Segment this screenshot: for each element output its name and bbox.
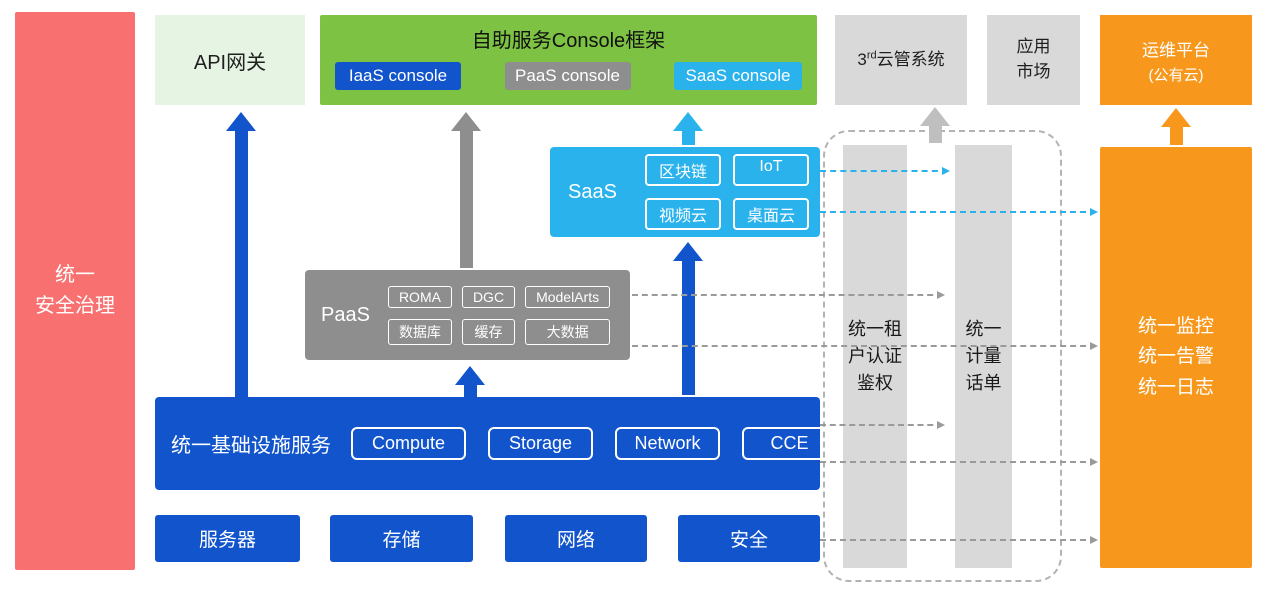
metering-label: 统一 计量 话单 xyxy=(965,319,1002,393)
resource-box-security: 安全 xyxy=(678,515,820,562)
dash-saas-to-auth xyxy=(820,167,950,175)
paas-chip-database: 数据库 xyxy=(387,318,452,345)
third-party-cloud-mgmt-box: 3rd云管系统 xyxy=(835,15,967,105)
app-market-box: 应用 市场 xyxy=(987,15,1080,105)
api-gateway-box: API网关 xyxy=(155,15,305,105)
resource-label-server: 服务器 xyxy=(198,530,256,551)
tenant-auth-bar: 统一租 户认证 鉴权 xyxy=(843,145,907,568)
console-frame-title: 自助服务Console框架 xyxy=(471,30,666,52)
iaas-console-button: IaaS console xyxy=(335,62,461,90)
third-party-ordinal: rd xyxy=(866,49,877,62)
dash-paas-to-auth xyxy=(632,291,945,299)
resource-label-storage: 存储 xyxy=(382,530,421,551)
om-platform-label: 运维平台 xyxy=(1142,40,1210,60)
arrow-paas-to-console xyxy=(451,112,481,268)
arrow-frame-to-third-party xyxy=(920,107,950,143)
monitoring-box: 统一监控 统一告警 统一日志 xyxy=(1100,147,1252,568)
paas-chips: ROMA DGC ModelArts 数据库 缓存 大数据 xyxy=(387,285,611,345)
tenant-services-dashed-frame xyxy=(823,130,1062,582)
app-market-label: 应用 市场 xyxy=(1016,37,1051,81)
security-governance-label: 统一 安全治理 xyxy=(35,264,115,317)
saas-chip-blockchain: 区块链 xyxy=(644,154,721,186)
infrastructure-chips: Compute Storage Network CCE xyxy=(351,427,837,460)
metering-bar: 统一 计量 话单 xyxy=(955,145,1012,568)
arrow-infra-to-saas xyxy=(673,242,703,395)
paas-chip-modelarts: ModelArts xyxy=(525,285,611,308)
saas-chips: 区块链 IoT 视频云 桌面云 xyxy=(644,154,809,230)
arrow-saas-to-console xyxy=(673,112,703,145)
resource-box-server: 服务器 xyxy=(155,515,300,562)
api-gateway-label: API网关 xyxy=(193,51,267,74)
om-platform-sublabel: (公有云) xyxy=(1148,66,1204,84)
console-frame-box: 自助服务Console框架 IaaS console PaaS console … xyxy=(320,15,817,105)
saas-layer-label: SaaS xyxy=(568,180,617,203)
infra-chip-cce: CCE xyxy=(742,427,837,460)
paas-layer-label: PaaS xyxy=(321,303,370,326)
third-party-text: 云管系统 xyxy=(876,49,945,69)
paas-chip-bigdata: 大数据 xyxy=(525,318,611,345)
third-party-cloud-mgmt-label: 3rd云管系统 xyxy=(857,48,944,73)
saas-chip-iot: IoT xyxy=(732,154,809,186)
arrow-monitoring-to-om-platform xyxy=(1161,108,1191,145)
om-platform-box: 运维平台 (公有云) xyxy=(1100,15,1252,105)
monitoring-label: 统一监控 统一告警 统一日志 xyxy=(1137,315,1214,398)
third-party-number: 3 xyxy=(857,49,867,69)
saas-chip-desktop-cloud: 桌面云 xyxy=(732,198,809,230)
infra-chip-network: Network xyxy=(615,427,720,460)
dash-infra-to-auth xyxy=(820,421,945,429)
dash-saas-to-monitoring xyxy=(820,208,1098,216)
saas-chip-video-cloud: 视频云 xyxy=(644,198,721,230)
paas-chip-cache: 缓存 xyxy=(461,318,516,345)
infra-chip-compute: Compute xyxy=(351,427,466,460)
paas-console-button: PaaS console xyxy=(504,62,631,90)
resource-label-network: 网络 xyxy=(556,530,595,551)
paas-chip-roma: ROMA xyxy=(387,285,452,308)
console-buttons-row: IaaS console PaaS console SaaS console xyxy=(320,62,817,90)
resource-box-storage: 存储 xyxy=(330,515,473,562)
infrastructure-layer-box: 统一基础设施服务 Compute Storage Network CCE xyxy=(155,397,837,490)
infra-chip-storage: Storage xyxy=(488,427,593,460)
arrow-infra-to-api-gateway xyxy=(226,112,256,397)
paas-layer-box: PaaS ROMA DGC ModelArts 数据库 缓存 大数据 xyxy=(305,270,630,360)
resource-box-network: 网络 xyxy=(505,515,647,562)
arrow-infra-to-paas xyxy=(455,366,485,397)
saas-layer-box: SaaS 区块链 IoT 视频云 桌面云 xyxy=(550,147,820,237)
dash-resources-to-monitoring xyxy=(820,536,1098,544)
resource-label-security: 安全 xyxy=(729,530,768,551)
dash-paas-to-monitoring xyxy=(632,342,1098,350)
infrastructure-label: 统一基础设施服务 xyxy=(171,435,331,457)
tenant-auth-label: 统一租 户认证 鉴权 xyxy=(848,319,902,393)
dash-infra-to-monitoring xyxy=(820,458,1098,466)
paas-chip-dgc: DGC xyxy=(461,285,516,308)
saas-console-button: SaaS console xyxy=(674,62,802,90)
security-governance-bar: 统一 安全治理 xyxy=(15,12,135,570)
